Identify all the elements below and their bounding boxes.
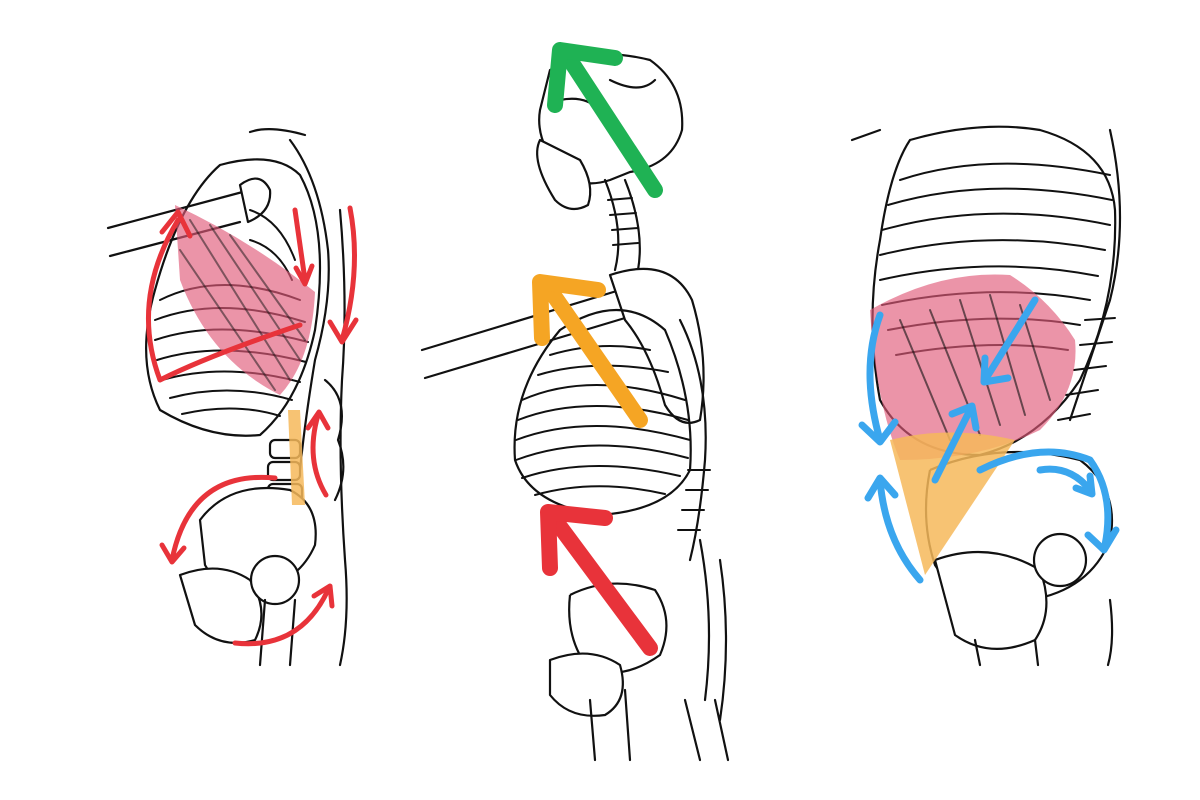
left-back-muscle-highlight	[175, 205, 315, 395]
left-arrow-lumbar-up	[310, 412, 329, 498]
left-arrow-bottom-curve-head	[311, 583, 335, 609]
middle-red-arrow-head	[540, 504, 613, 576]
right-arrow-left-up	[876, 476, 924, 584]
left-arrow-pelvis-curve-head	[159, 542, 187, 565]
middle-red-arrow	[547, 512, 658, 656]
left-arrow-short-down	[292, 207, 308, 283]
right-muscle-fibers	[899, 294, 1051, 441]
left-spine	[248, 128, 348, 667]
right-arrow-mid-up	[931, 406, 974, 484]
middle-skeleton-panel	[410, 0, 740, 800]
middle-arm-bone	[420, 267, 705, 424]
middle-orange-arrow-head	[532, 274, 606, 346]
right-blue-arrows	[858, 296, 1120, 584]
left-arrow-big-curve-head	[159, 209, 193, 239]
right-spine	[1057, 317, 1116, 421]
right-arrow-upper-down	[981, 296, 1039, 384]
right-arrow-short-right-head	[1072, 472, 1096, 498]
left-skeleton-drawing	[106, 128, 359, 667]
right-oblique-muscle-highlight	[870, 274, 1076, 460]
left-muscle-fibers	[179, 219, 306, 391]
left-skeleton-panel	[100, 0, 360, 800]
right-arrow-mid-up-head	[948, 402, 980, 432]
left-pelvis	[178, 486, 317, 667]
right-skeleton-panel	[840, 0, 1140, 800]
left-arrow-pelvis-curve	[169, 474, 278, 563]
left-arrow-bottom-curve	[232, 587, 331, 647]
left-arrow-short-down-head	[293, 263, 315, 287]
middle-arrows	[532, 42, 663, 656]
right-skeleton-drawing	[850, 125, 1122, 667]
left-arrow-spine-down	[339, 205, 357, 343]
middle-back-spine	[677, 318, 711, 562]
right-arrow-left-up-head	[864, 474, 899, 502]
middle-orange-arrow	[542, 282, 648, 428]
right-arrow-short-right	[1036, 465, 1094, 494]
middle-green-arrow-head	[547, 42, 623, 113]
right-arrow-left-down	[866, 311, 884, 444]
middle-pelvis	[548, 538, 730, 762]
left-arrow-lumbar-up-head	[305, 409, 331, 431]
left-arrow-spine-down-head	[327, 317, 359, 345]
middle-green-arrow	[562, 52, 663, 198]
right-arrow-right-curve	[976, 448, 1112, 549]
right-arrow-left-down-head	[858, 418, 899, 446]
middle-ribcage	[513, 308, 692, 517]
right-arrow-right-curve-head	[1084, 526, 1120, 554]
left-tendon-highlight	[288, 410, 305, 505]
right-arrow-upper-down-head	[980, 354, 1012, 386]
middle-skeleton-drawing	[420, 42, 730, 762]
right-ribcage	[850, 125, 1122, 457]
left-arrow-big-curve	[146, 217, 303, 383]
middle-neck-spine	[603, 178, 641, 272]
left-red-arrows	[146, 205, 359, 647]
